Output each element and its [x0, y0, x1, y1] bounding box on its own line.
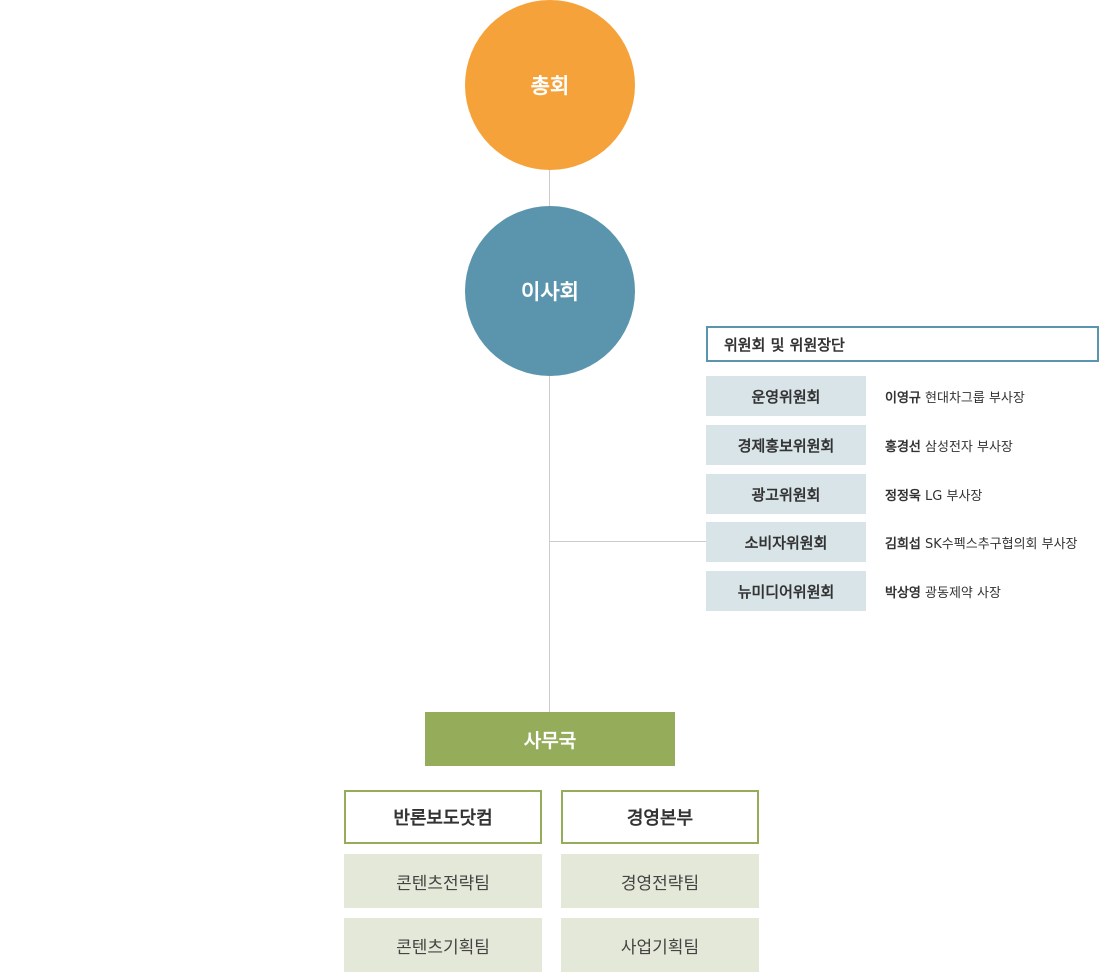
board-label: 이사회 [521, 280, 579, 304]
division-header: 반론보도닷컴 [344, 790, 542, 844]
general-assembly-label: 총회 [530, 74, 570, 98]
committee-row: 운영위원회 이영규 현대차그룹 부사장 [706, 376, 1025, 416]
committee-chair: 박상영 광동제약 사장 [885, 582, 1001, 601]
chair-name: 정정욱 [885, 488, 921, 504]
committee-row: 경제홍보위원회 홍경선 삼성전자 부사장 [706, 425, 1013, 465]
team-box: 사업기획팀 [561, 918, 759, 972]
chair-name: 홍경선 [885, 439, 921, 455]
chair-title: 삼성전자 부사장 [925, 439, 1013, 455]
general-assembly-node: 총회 [465, 0, 635, 170]
committee-name: 광고위원회 [706, 474, 866, 514]
connector-general-board [549, 170, 550, 206]
committee-chair: 정정욱 LG 부사장 [885, 485, 982, 504]
committee-chair: 김희섭 SK수펙스추구협의회 부사장 [885, 533, 1078, 552]
team-box: 경영전략팀 [561, 854, 759, 908]
committee-row: 뉴미디어위원회 박상영 광동제약 사장 [706, 571, 1001, 611]
secretariat-node: 사무국 [425, 712, 675, 766]
chair-title: SK수펙스추구협의회 부사장 [925, 536, 1078, 552]
team-box: 콘텐츠전략팀 [344, 854, 542, 908]
chair-title: 현대차그룹 부사장 [925, 390, 1025, 406]
committee-row: 광고위원회 정정욱 LG 부사장 [706, 474, 982, 514]
committee-chair: 이영규 현대차그룹 부사장 [885, 387, 1025, 406]
chair-name: 박상영 [885, 585, 921, 601]
chair-title: LG 부사장 [925, 488, 983, 504]
chair-title: 광동제약 사장 [925, 585, 1001, 601]
committee-name: 소비자위원회 [706, 522, 866, 562]
connector-board-secretariat [549, 376, 550, 712]
committee-name: 운영위원회 [706, 376, 866, 416]
connector-committees [549, 541, 706, 542]
secretariat-label: 사무국 [523, 729, 577, 752]
division-header: 경영본부 [561, 790, 759, 844]
committee-name: 경제홍보위원회 [706, 425, 866, 465]
chair-name: 이영규 [885, 390, 921, 406]
committee-name: 뉴미디어위원회 [706, 571, 866, 611]
committee-row: 소비자위원회 김희섭 SK수펙스추구협의회 부사장 [706, 522, 1078, 562]
committees-header: 위원회 및 위원장단 [706, 326, 1099, 362]
board-node: 이사회 [465, 206, 635, 376]
team-box: 콘텐츠기획팀 [344, 918, 542, 972]
chair-name: 김희섭 [885, 536, 921, 552]
committee-chair: 홍경선 삼성전자 부사장 [885, 436, 1013, 455]
